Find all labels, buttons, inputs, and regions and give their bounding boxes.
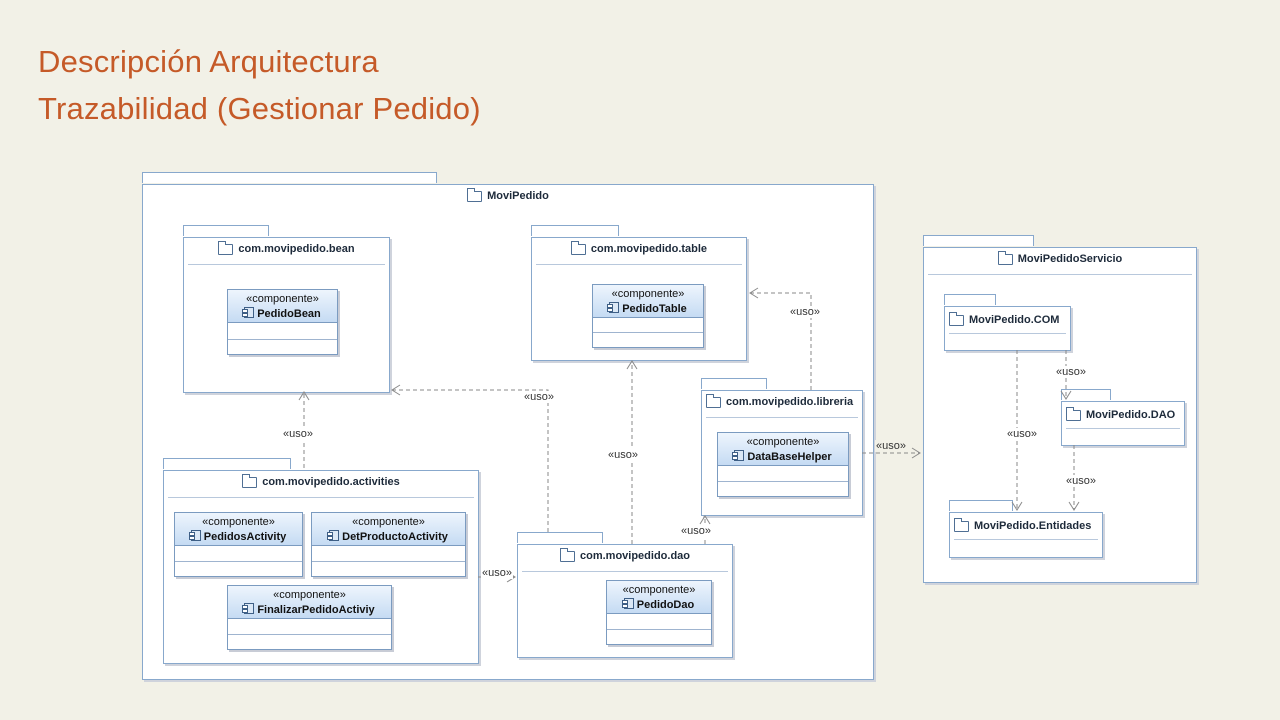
package-activities[interactable]: com.movipedido.activities «componente» P… [163, 470, 479, 664]
component-finalizar-pedido-activiy[interactable]: «componente» FinalizarPedidoActiviy [227, 585, 392, 650]
folder-icon [242, 473, 258, 488]
component-name: PedidoDao [636, 599, 695, 611]
dependency-label: «uso» [1006, 428, 1038, 440]
dependency-label: «uso» [680, 525, 712, 537]
component-icon [188, 530, 201, 541]
dependency-label: «uso» [607, 449, 639, 461]
dependency-label: «uso» [481, 567, 513, 579]
package-label: MoviPedido [487, 190, 549, 202]
package-tab [1061, 389, 1111, 400]
package-label: com.movipedido.table [590, 243, 708, 255]
package-movipedido-dao[interactable]: MoviPedido.DAO [1061, 401, 1185, 446]
folder-icon [570, 240, 586, 255]
package-tab [163, 458, 291, 469]
package-libreria[interactable]: com.movipedido.libreria «componente» Dat… [701, 390, 863, 516]
folder-icon [1066, 406, 1081, 421]
arrow-head [911, 447, 921, 459]
component-icon [621, 598, 634, 609]
folder-icon [954, 517, 969, 532]
dependency-label: «uso» [1055, 366, 1087, 378]
component-divider [312, 561, 465, 562]
component-name: DataBaseHelper [747, 451, 832, 463]
folder-icon [218, 240, 234, 255]
package-label: MoviPedidoServicio [1017, 253, 1123, 265]
package-movipedido-com[interactable]: MoviPedido.COM [944, 306, 1071, 351]
package-label: MoviPedido.Entidades [974, 520, 1092, 532]
folder-icon [997, 250, 1013, 265]
component-pedido-table[interactable]: «componente» PedidoTable [592, 284, 704, 348]
component-divider [607, 629, 711, 630]
package-tab [142, 172, 437, 183]
folder-icon [706, 393, 721, 408]
slide-subtitle: Trazabilidad (Gestionar Pedido) [38, 91, 481, 126]
component-name: PedidoTable [622, 303, 687, 315]
package-divider [1066, 428, 1180, 429]
component-stereotype: «componente» [352, 516, 425, 528]
folder-icon [949, 311, 964, 326]
component-stereotype: «componente» [246, 293, 319, 305]
component-icon [242, 603, 255, 614]
component-pedido-bean[interactable]: «componente» PedidoBean [227, 289, 338, 355]
package-divider [536, 264, 742, 265]
component-det-producto-activity[interactable]: «componente» DetProductoActivity [311, 512, 466, 577]
dependency-label: «uso» [282, 428, 314, 440]
folder-icon [559, 547, 575, 562]
component-icon [327, 530, 340, 541]
component-icon [242, 307, 255, 318]
component-stereotype: «componente» [622, 584, 696, 596]
component-stereotype: «componente» [746, 436, 820, 448]
folder-icon [467, 187, 483, 202]
component-pedido-dao[interactable]: «componente» PedidoDao [606, 580, 712, 645]
package-divider [706, 417, 858, 418]
package-dao[interactable]: com.movipedido.dao «componente» PedidoDa… [517, 544, 733, 658]
package-tab [531, 225, 619, 236]
package-tab [944, 294, 996, 305]
component-pedidos-activity[interactable]: «componente» PedidosActivity [174, 512, 303, 577]
package-table[interactable]: com.movipedido.table «componente» Pedido… [531, 237, 747, 361]
package-movipedido-entidades[interactable]: MoviPedido.Entidades [949, 512, 1103, 558]
component-divider [175, 561, 302, 562]
component-divider [718, 481, 848, 482]
component-stereotype: «componente» [273, 589, 346, 601]
component-divider [593, 332, 703, 333]
package-label: com.movipedido.dao [579, 550, 690, 562]
package-label: com.movipedido.bean [238, 243, 355, 255]
package-divider [168, 497, 474, 498]
package-label: com.movipedido.libreria [726, 396, 854, 408]
package-label: MoviPedido.COM [969, 314, 1060, 326]
package-divider [522, 571, 728, 572]
package-divider [928, 274, 1192, 275]
package-bean[interactable]: com.movipedido.bean «componente» PedidoB… [183, 237, 390, 393]
component-stereotype: «componente» [611, 288, 685, 300]
component-icon [607, 302, 620, 313]
package-divider [949, 333, 1066, 334]
package-divider [188, 264, 385, 265]
package-tab [949, 500, 1013, 511]
package-tab [183, 225, 269, 236]
dependency-label: «uso» [875, 440, 907, 452]
component-name: PedidoBean [257, 308, 321, 320]
component-divider [228, 634, 391, 635]
component-icon [732, 450, 745, 461]
dependency-label: «uso» [523, 391, 555, 403]
package-label: com.movipedido.activities [262, 476, 400, 488]
component-name: DetProductoActivity [342, 531, 448, 543]
component-name: FinalizarPedidoActiviy [257, 604, 375, 616]
package-tab [923, 235, 1034, 246]
component-stereotype: «componente» [202, 516, 275, 528]
dependency-label: «uso» [789, 306, 821, 318]
component-divider [228, 339, 337, 340]
package-tab [517, 532, 603, 543]
dependency-label: «uso» [1065, 475, 1097, 487]
component-database-helper[interactable]: «componente» DataBaseHelper [717, 432, 849, 497]
package-tab [701, 378, 767, 389]
package-divider [954, 539, 1098, 540]
component-name: PedidosActivity [203, 531, 287, 543]
slide-title: Descripción Arquitectura [38, 44, 379, 79]
package-label: MoviPedido.DAO [1086, 409, 1176, 421]
